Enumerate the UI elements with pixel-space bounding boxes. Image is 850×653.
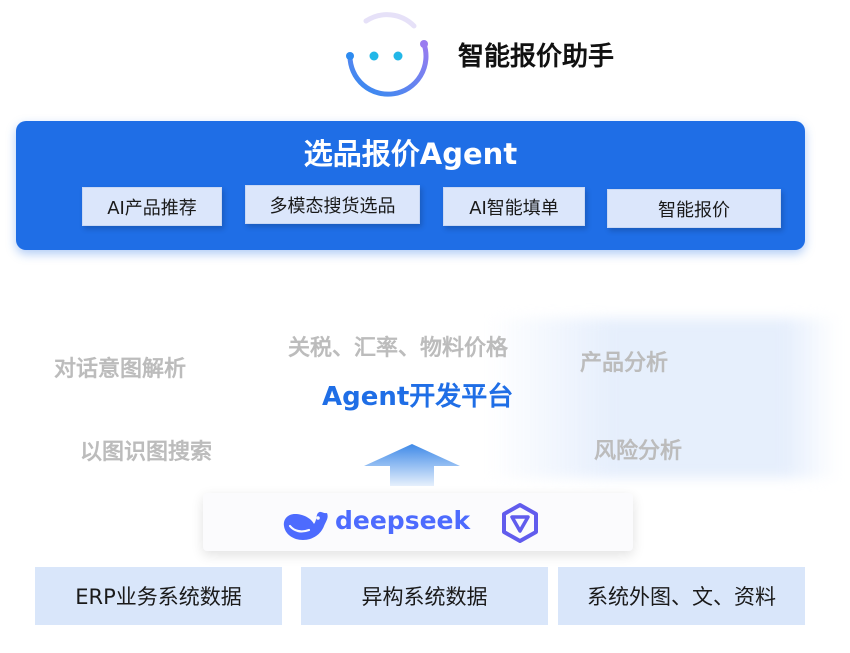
platform-title: Agent开发平台 <box>322 382 514 412</box>
capability-product-analysis: 产品分析 <box>580 351 669 376</box>
deepseek-whale-icon <box>283 511 328 540</box>
model-bar <box>203 493 633 551</box>
qwen-icon <box>502 503 538 543</box>
up-arrow-icon <box>364 444 460 486</box>
assistant-logo-icon <box>346 12 429 97</box>
source-heterogeneous-data: 异构系统数据 <box>301 567 548 625</box>
source-external-materials: 系统外图、文、资料 <box>558 567 805 625</box>
capability-risk-analysis: 风险分析 <box>594 439 683 464</box>
feature-multimodal-search[interactable]: 多模态搜货选品 <box>245 185 420 224</box>
platform-glow <box>488 318 838 478</box>
capability-image-search: 以图识图搜索 <box>80 440 213 465</box>
deepseek-label: deepseek <box>335 506 471 535</box>
agent-panel: 选品报价Agent <box>16 121 805 250</box>
assistant-title: 智能报价助手 <box>458 42 615 72</box>
agent-title: 选品报价Agent <box>303 137 518 171</box>
feature-ai-form-fill[interactable]: AI智能填单 <box>443 187 585 226</box>
feature-smart-quote[interactable]: 智能报价 <box>607 189 781 228</box>
source-erp-data: ERP业务系统数据 <box>35 567 282 625</box>
capability-tariff-rate-price: 关税、汇率、物料价格 <box>288 336 509 361</box>
feature-ai-product-recommend[interactable]: AI产品推荐 <box>82 187 222 226</box>
capability-dialog-intent: 对话意图解析 <box>54 357 187 382</box>
